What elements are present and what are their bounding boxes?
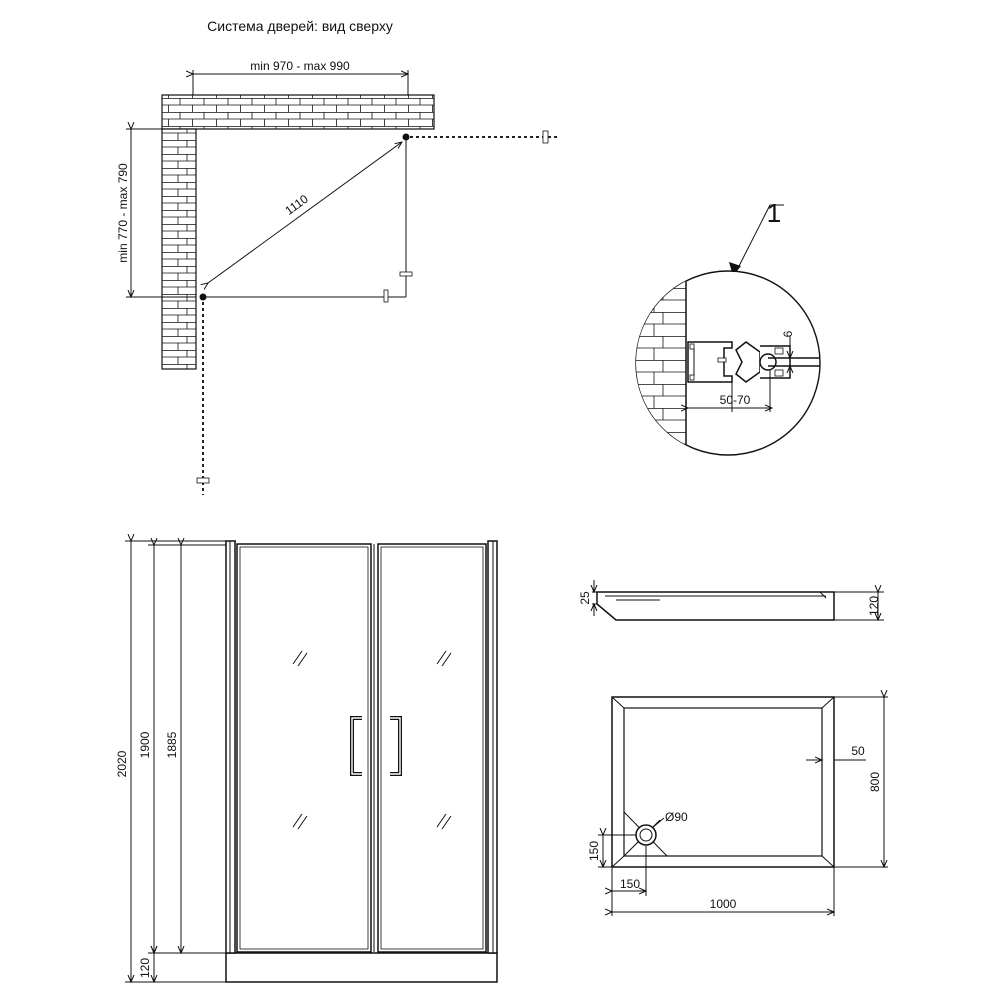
detail-adjust-dimension: 50-70 [720,393,751,407]
tray-drain-diameter: Ø90 [665,810,688,824]
tray-top-view: Ø90 1000 800 50 150 150 [587,697,888,916]
tray-side-profile [596,591,835,621]
tray-side-height: 120 [867,596,881,616]
front-tray-height: 120 [138,958,152,978]
tray-drain-offset-x: 150 [620,877,640,891]
top-wall-vertical [161,128,197,370]
top-diagonal-dimension: 1110 [282,192,311,218]
detail-callout-number: 1 [767,198,781,228]
glass-reflection-marks [292,650,452,830]
top-width-dimension: min 970 - max 990 [250,59,350,73]
tray-top-depth: 800 [868,772,882,792]
tray-side-rim: 25 [578,591,592,605]
front-glass-height: 1885 [165,731,179,758]
detail-view: 1 6 [635,198,821,456]
top-view-title: Система дверей: вид сверху [207,18,393,34]
tray-side-view: 120 25 [578,580,884,620]
front-right-door [377,543,487,953]
tray-top-edge: 50 [851,744,865,758]
front-tray-base [225,952,498,983]
top-depth-dimension: min 770 - max 790 [116,163,130,263]
front-view: 2020 1900 1885 120 [115,541,498,983]
tray-drain [635,824,657,846]
detail-gap-dimension: 6 [781,330,795,337]
front-total-height: 2020 [115,750,129,777]
top-wall-horizontal [161,94,435,130]
tray-top-width: 1000 [710,897,737,911]
front-left-door [236,543,372,953]
top-view: Система дверей: вид сверху min 970 - max… [116,18,560,495]
tray-drain-offset-y: 150 [587,841,601,861]
front-door-height: 1900 [138,731,152,758]
